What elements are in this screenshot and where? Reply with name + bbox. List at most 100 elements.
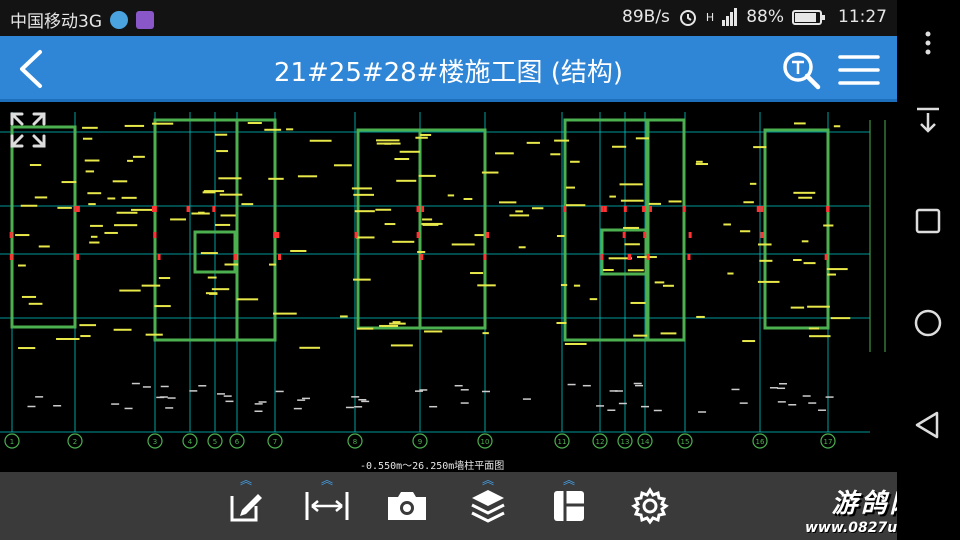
annotation-text	[114, 224, 138, 227]
column-marker	[563, 206, 567, 212]
column-marker	[483, 254, 487, 260]
battery-icon	[792, 9, 825, 25]
dimension-text	[225, 400, 234, 403]
net-speed: 89B/s	[622, 7, 670, 27]
column-marker	[420, 254, 424, 260]
back-nav-icon[interactable]	[905, 402, 951, 448]
annotation-text	[20, 204, 38, 207]
search-text-icon[interactable]	[780, 49, 822, 91]
status-bar: 中国移动3G 89B/s H 88% 11:27	[0, 0, 897, 36]
annotation-text	[57, 206, 72, 209]
annotation-text	[107, 197, 116, 200]
annotation-text	[79, 324, 97, 327]
annotation-text	[833, 125, 841, 128]
dimension-text	[254, 410, 263, 413]
home-icon[interactable]	[905, 300, 951, 346]
dimension-text	[358, 398, 367, 401]
annotation-text	[753, 146, 767, 149]
column-marker	[643, 232, 647, 238]
annotation-text	[668, 200, 682, 203]
annotation-text	[131, 208, 154, 211]
camera-button[interactable]	[377, 472, 437, 540]
title-bar: 21#25#28#楼施工图 (结构)	[0, 36, 897, 102]
annotate-button[interactable]: ︽	[216, 472, 276, 540]
stair-outline	[193, 230, 237, 274]
grid-label: 3	[153, 438, 157, 446]
grid-label: 13	[621, 438, 630, 446]
grid-label: 8	[353, 438, 357, 446]
more-vertical-icon[interactable]	[905, 20, 951, 66]
annotation-text	[219, 193, 243, 196]
dimension-text	[614, 390, 623, 392]
dimension-text	[618, 402, 627, 405]
dimension-text	[522, 398, 531, 400]
annotation-text	[474, 234, 484, 237]
dimension-text	[788, 404, 797, 406]
dimension-text	[345, 406, 354, 409]
column-marker	[276, 232, 280, 238]
annotation-text	[619, 183, 643, 186]
annotation-text	[560, 284, 568, 287]
dimension-text	[698, 411, 707, 413]
annotation-text	[570, 160, 580, 163]
annotation-text	[481, 171, 499, 174]
annotation-text	[660, 332, 677, 335]
dimension-text	[419, 389, 428, 391]
annotation-text	[826, 268, 848, 271]
column-marker	[824, 254, 828, 260]
fullscreen-icon[interactable]	[6, 108, 50, 152]
grid-bubble	[412, 433, 428, 449]
carrier-label: 中国移动3G	[10, 12, 102, 32]
annotation-text	[526, 141, 540, 144]
recent-apps-icon[interactable]	[905, 198, 951, 244]
dimension-text	[27, 405, 36, 408]
annotation-text	[214, 133, 228, 136]
annotation-text	[518, 246, 526, 249]
annotation-text	[390, 344, 413, 347]
pull-down-icon[interactable]	[905, 97, 951, 143]
dimension-text	[160, 385, 169, 388]
annotation-text	[29, 164, 42, 167]
wall-outline	[646, 118, 686, 342]
column-marker	[151, 206, 155, 212]
column-marker	[688, 232, 692, 238]
annotation-text	[116, 211, 138, 214]
annotation-text	[353, 193, 374, 196]
column-marker	[153, 206, 157, 212]
dimension-text	[825, 396, 834, 398]
column-marker	[600, 254, 604, 260]
annotation-text	[247, 122, 262, 125]
annotation-text	[417, 250, 426, 253]
dimension-text	[731, 388, 740, 391]
dimension-text	[596, 405, 605, 407]
layout-button[interactable]: ︽	[539, 472, 599, 540]
annotation-text	[495, 152, 514, 155]
measure-button[interactable]: ︽	[297, 472, 357, 540]
dimension-text	[460, 389, 469, 391]
page-title: 21#25#28#楼施工图 (结构)	[273, 58, 624, 88]
dimension-text	[739, 402, 748, 404]
chevron-up-icon: ︽	[320, 473, 334, 487]
back-button[interactable]	[10, 46, 52, 92]
grid-bubble	[147, 433, 163, 449]
grid-bubble	[267, 433, 283, 449]
dimension-text	[802, 395, 811, 397]
grid-label: 4	[188, 438, 193, 446]
column-marker	[648, 206, 652, 212]
annotation-text	[376, 142, 401, 145]
chevron-up-icon: ︽	[481, 473, 495, 487]
annotation-text	[749, 182, 757, 185]
annotation-text	[608, 257, 632, 260]
annotation-text	[394, 158, 410, 161]
menu-icon[interactable]	[836, 49, 882, 91]
column-marker	[416, 232, 420, 238]
column-marker	[354, 232, 358, 238]
dimension-text	[167, 397, 176, 399]
annotation-text	[739, 230, 751, 233]
column-marker	[622, 232, 626, 238]
layers-button[interactable]: ︽	[458, 472, 518, 540]
annotation-text	[477, 284, 496, 287]
settings-button[interactable]	[620, 472, 680, 540]
